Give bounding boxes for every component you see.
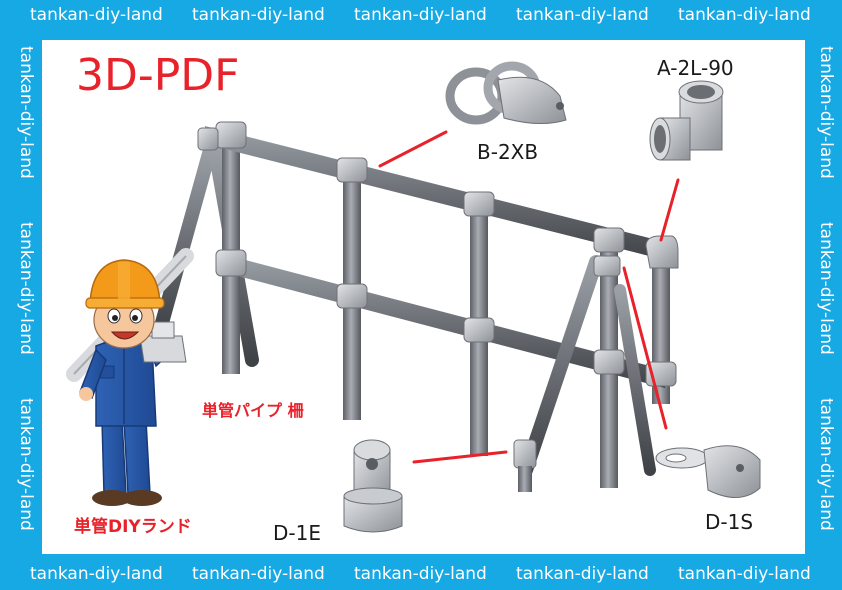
clamp-post-2-mid — [336, 283, 368, 309]
watermark-top-3: tankan-diy-land — [354, 5, 487, 25]
watermark-bottom-1: tankan-diy-land — [30, 564, 163, 584]
watermark-bottom-3: tankan-diy-land — [354, 564, 487, 584]
leader-a2l90 — [659, 178, 680, 242]
page-title: 3D-PDF — [76, 50, 240, 101]
leader-lines — [378, 130, 680, 464]
mascot-worker — [66, 248, 194, 506]
part-label-d1e: D-1E — [273, 521, 321, 545]
part-b2xb-icon — [445, 61, 567, 125]
leader-b2xb — [378, 130, 448, 168]
watermark-bottom-5: tankan-diy-land — [678, 564, 811, 584]
brand-caption: 単管DIYランド — [74, 517, 192, 537]
fence-caption: 単管パイプ 柵 — [202, 401, 304, 420]
fence-frame — [153, 121, 679, 492]
watermark-top-2: tankan-diy-land — [192, 5, 325, 25]
clamp-post-4-top — [593, 227, 625, 253]
clamp-post-3-top — [463, 191, 495, 217]
hinge-d1e — [513, 439, 537, 469]
clamp-post-1-top — [215, 121, 247, 149]
leader-d1s — [622, 266, 668, 430]
elbow-corner — [645, 235, 679, 269]
hinge-stub — [518, 466, 532, 492]
left-brace-back — [153, 143, 217, 337]
clamp-brace-right — [593, 255, 621, 277]
part-d1s-icon — [655, 445, 761, 498]
part-label-a2l90: A-2L-90 — [657, 56, 734, 80]
clamp-post-1-mid — [215, 249, 247, 277]
clamp-post-3-mid — [463, 317, 495, 343]
right-brace-rear — [614, 284, 656, 476]
watermark-top-1: tankan-diy-land — [30, 5, 163, 25]
part-a2l90-icon — [649, 80, 724, 161]
watermark-bottom-2: tankan-diy-land — [192, 564, 325, 584]
part-d1e-icon — [343, 439, 403, 533]
clamp-brace-top — [197, 127, 219, 151]
watermark-bottom-4: tankan-diy-land — [516, 564, 649, 584]
leader-d1e — [412, 450, 508, 464]
clamp-post-2-top — [336, 157, 368, 183]
watermark-top-4: tankan-diy-land — [516, 5, 649, 25]
part-label-b2xb: B-2XB — [477, 140, 539, 164]
clamp-post-4-mid — [593, 349, 625, 375]
right-brace — [519, 255, 603, 477]
watermark-top-5: tankan-diy-land — [678, 5, 811, 25]
part-label-d1s: D-1S — [705, 510, 754, 534]
top-rail — [205, 126, 665, 260]
